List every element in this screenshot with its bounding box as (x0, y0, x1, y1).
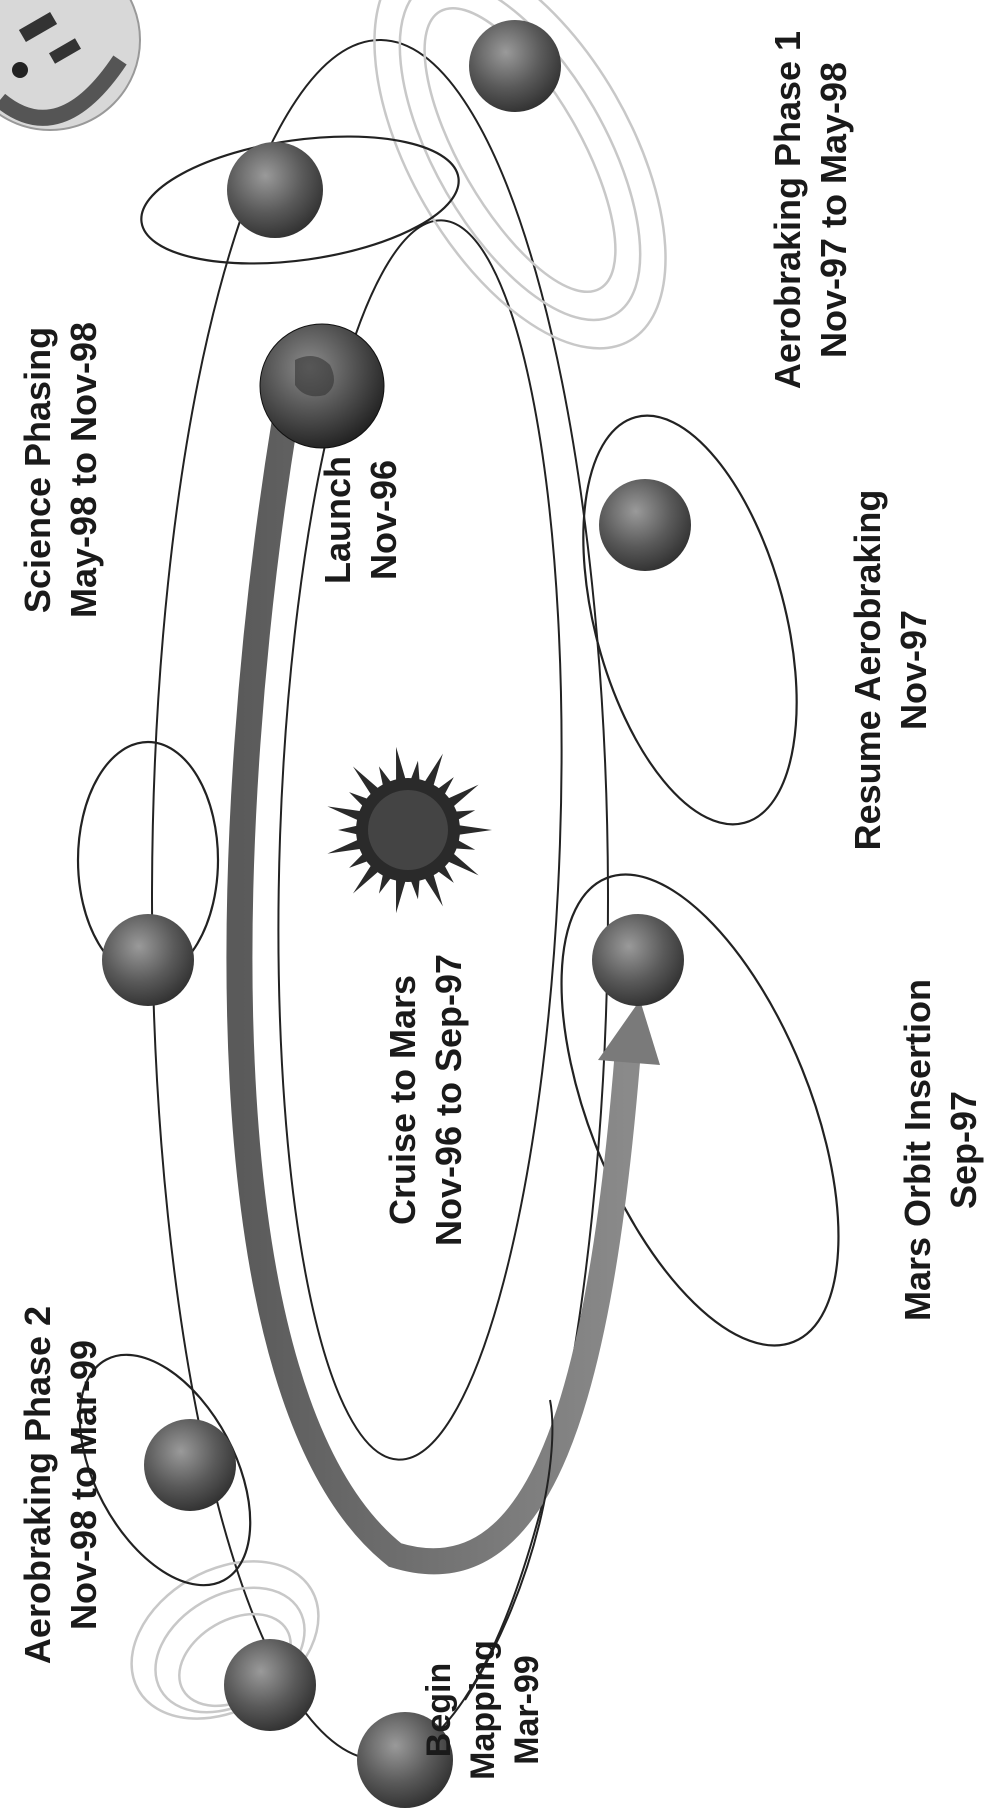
svg-text:Sep-97: Sep-97 (943, 1091, 984, 1209)
mars-icon (227, 142, 323, 238)
mars-icon (144, 1419, 236, 1511)
svg-text:Science Phasing: Science Phasing (17, 327, 58, 613)
svg-text:Resume Aerobraking: Resume Aerobraking (847, 490, 888, 851)
label-aerobraking-phase-2: Aerobraking Phase 2 Nov-98 to Mar-99 (17, 1306, 104, 1664)
svg-text:Mapping: Mapping (464, 1640, 502, 1780)
earth-icon (260, 324, 384, 448)
svg-text:Nov-97 to May-98: Nov-97 to May-98 (813, 62, 854, 358)
sun-icon (327, 747, 492, 913)
label-cruise-to-mars: Cruise to Mars Nov-96 to Sep-97 (382, 954, 469, 1246)
mars-icon (102, 914, 194, 1006)
svg-text:Begin: Begin (420, 1663, 458, 1757)
label-science-phasing: Science Phasing May-98 to Nov-98 (17, 322, 104, 618)
svg-text:Nov-98 to Mar-99: Nov-98 to Mar-99 (63, 1340, 104, 1630)
mars-icon (224, 1639, 316, 1731)
svg-text:Nov-97: Nov-97 (893, 610, 934, 730)
svg-text:May-98 to Nov-98: May-98 to Nov-98 (63, 322, 104, 618)
svg-text:Mar-99: Mar-99 (508, 1655, 546, 1765)
svg-text:Aerobraking Phase 1: Aerobraking Phase 1 (767, 31, 808, 389)
spacecraft-thumbnail-icon (0, 0, 140, 130)
label-aerobraking-phase-1: Aerobraking Phase 1 Nov-97 to May-98 (767, 31, 854, 389)
label-resume-aerobraking: Resume Aerobraking Nov-97 (847, 490, 934, 851)
svg-text:Aerobraking Phase 2: Aerobraking Phase 2 (17, 1306, 58, 1664)
label-launch: Launch Nov-96 (317, 456, 404, 584)
label-mars-orbit-insertion: Mars Orbit Insertion Sep-97 (897, 979, 984, 1321)
cruise-arrow-head (598, 1000, 660, 1065)
svg-text:Cruise to Mars: Cruise to Mars (382, 975, 423, 1225)
svg-text:Mars Orbit Insertion: Mars Orbit Insertion (897, 979, 938, 1321)
svg-text:Nov-96 to Sep-97: Nov-96 to Sep-97 (428, 954, 469, 1246)
mars-icon (592, 914, 684, 1006)
mars-icon (599, 479, 691, 571)
mars-orbit-insertion-orbit (504, 837, 895, 1383)
resume-aerobraking-orbit (544, 393, 836, 848)
svg-text:Launch: Launch (317, 456, 358, 584)
mars-icon (469, 20, 561, 112)
svg-text:Nov-96: Nov-96 (363, 460, 404, 580)
